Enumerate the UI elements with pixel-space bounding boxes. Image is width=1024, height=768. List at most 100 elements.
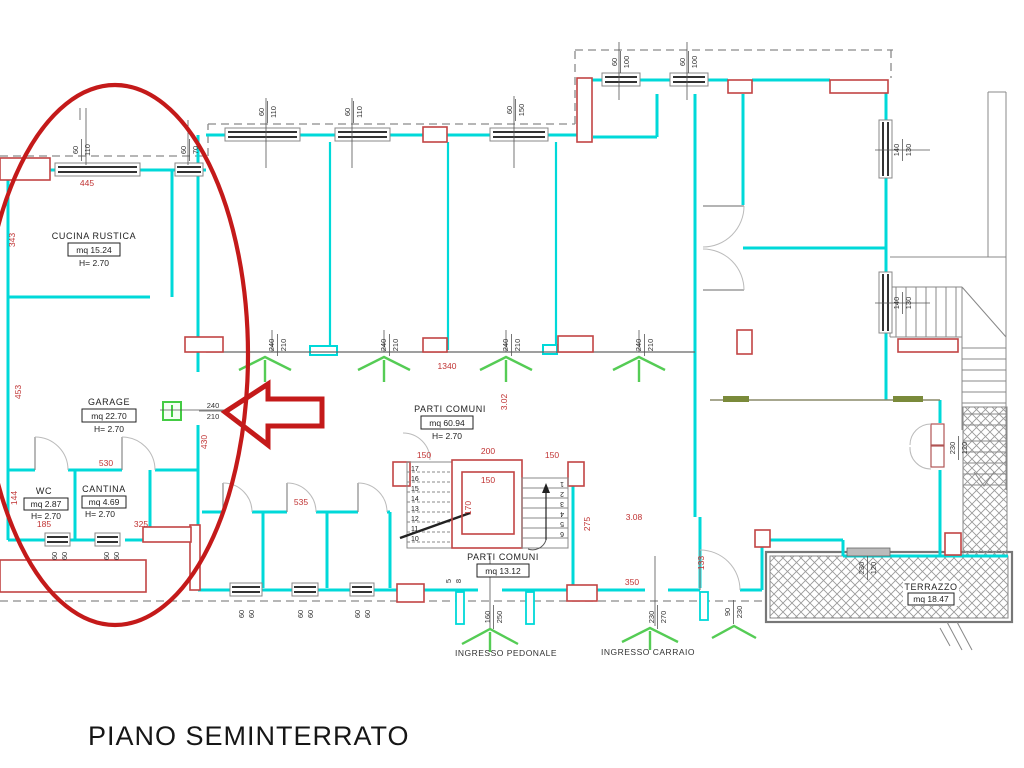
dim-535: 535 xyxy=(294,497,308,507)
dim-445: 445 xyxy=(80,178,94,188)
svg-text:130: 130 xyxy=(904,144,913,157)
dim-170: 170 xyxy=(463,501,473,515)
svg-text:210: 210 xyxy=(646,339,655,352)
svg-text:240: 240 xyxy=(379,339,388,352)
svg-text:110: 110 xyxy=(269,106,278,118)
window-glyph xyxy=(601,72,641,87)
room-area-cantina: mq 4.69 xyxy=(89,497,120,507)
room-area-wc: mq 2.87 xyxy=(31,499,62,509)
section-cut-line xyxy=(399,511,471,540)
window-glyph xyxy=(334,127,391,142)
page-title: PIANO SEMINTERRATO xyxy=(88,721,410,751)
window-glyph xyxy=(229,582,263,597)
green-sill-marker xyxy=(893,396,923,402)
window-glyph xyxy=(878,271,893,334)
terrace xyxy=(764,406,1014,651)
terrace-side-strip-hatch xyxy=(962,406,1008,557)
room-area-terrazzo: mq 18.47 xyxy=(913,594,949,604)
svg-text:100: 100 xyxy=(690,56,699,69)
svg-text:60: 60 xyxy=(257,108,266,116)
stair-number: 13 xyxy=(411,506,419,513)
stair-number: 10 xyxy=(411,536,419,543)
window-glyph xyxy=(291,582,319,597)
stair-number: 16 xyxy=(411,476,419,483)
window-glyph xyxy=(224,127,301,142)
svg-text:140: 140 xyxy=(892,297,901,310)
dim-430: 430 xyxy=(199,435,209,449)
svg-text:60: 60 xyxy=(237,610,246,618)
svg-text:60: 60 xyxy=(112,552,121,560)
stair-number: 4 xyxy=(560,510,564,517)
dim-150: 150 xyxy=(417,450,431,460)
svg-text:60: 60 xyxy=(610,58,619,66)
stair-number: 17 xyxy=(411,466,419,473)
dim-453: 453 xyxy=(13,385,23,399)
room-area-parti-comuni-2: mq 13.12 xyxy=(485,566,521,576)
dim-343: 343 xyxy=(7,233,17,247)
terrace-outer-steps xyxy=(939,621,973,651)
dim-530: 530 xyxy=(99,458,113,468)
svg-text:250: 250 xyxy=(495,611,504,624)
label-ingresso-pedonale: INGRESSO PEDONALE xyxy=(455,648,557,658)
window-glyph xyxy=(489,127,549,142)
highlight-ellipse xyxy=(0,82,251,628)
windows xyxy=(44,72,893,597)
svg-text:60: 60 xyxy=(306,610,315,618)
svg-text:230: 230 xyxy=(857,562,866,575)
green-symbols xyxy=(162,355,757,652)
svg-text:60: 60 xyxy=(296,610,305,618)
stair-number: 3 xyxy=(560,500,564,507)
walk-line-curve xyxy=(527,539,547,551)
svg-text:60: 60 xyxy=(343,108,352,116)
stair-number: 11 xyxy=(411,526,418,533)
dim-275: 275 xyxy=(582,517,592,531)
room-area-garage: mq 22.70 xyxy=(91,411,127,421)
svg-text:60: 60 xyxy=(179,146,188,154)
room-name-garage: GARAGE xyxy=(88,397,130,407)
svg-text:120: 120 xyxy=(869,562,878,575)
svg-text:60: 60 xyxy=(678,58,687,66)
svg-text:90: 90 xyxy=(723,608,732,616)
svg-text:60: 60 xyxy=(60,552,69,560)
svg-text:60: 60 xyxy=(50,552,59,560)
garage-door-symbol xyxy=(162,401,182,421)
room-height-cucina: H= 2.70 xyxy=(79,258,109,268)
svg-text:160: 160 xyxy=(483,611,492,624)
walk-line-arrowhead xyxy=(542,483,550,493)
window-glyph xyxy=(878,119,893,179)
window-glyph xyxy=(44,532,71,547)
svg-text:230: 230 xyxy=(647,611,656,624)
window-sill xyxy=(846,547,891,557)
dim-185: 185 xyxy=(37,519,51,529)
svg-text:210: 210 xyxy=(513,339,522,352)
terrace-hatch xyxy=(769,555,1009,619)
svg-text:240: 240 xyxy=(634,339,643,352)
stair-number: 1 xyxy=(560,480,564,487)
label-ingresso-carraio: INGRESSO CARRAIO xyxy=(601,647,695,657)
svg-text:210: 210 xyxy=(207,412,220,421)
room-name-parti-comuni-2: PARTI COMUNI xyxy=(467,552,539,562)
svg-text:210: 210 xyxy=(391,339,400,352)
dim-133: 133 xyxy=(696,556,706,570)
dim-3-02: 3.02 xyxy=(499,393,509,410)
room-name-cucina: CUCINA RUSTICA xyxy=(52,231,136,241)
svg-text:60: 60 xyxy=(353,610,362,618)
